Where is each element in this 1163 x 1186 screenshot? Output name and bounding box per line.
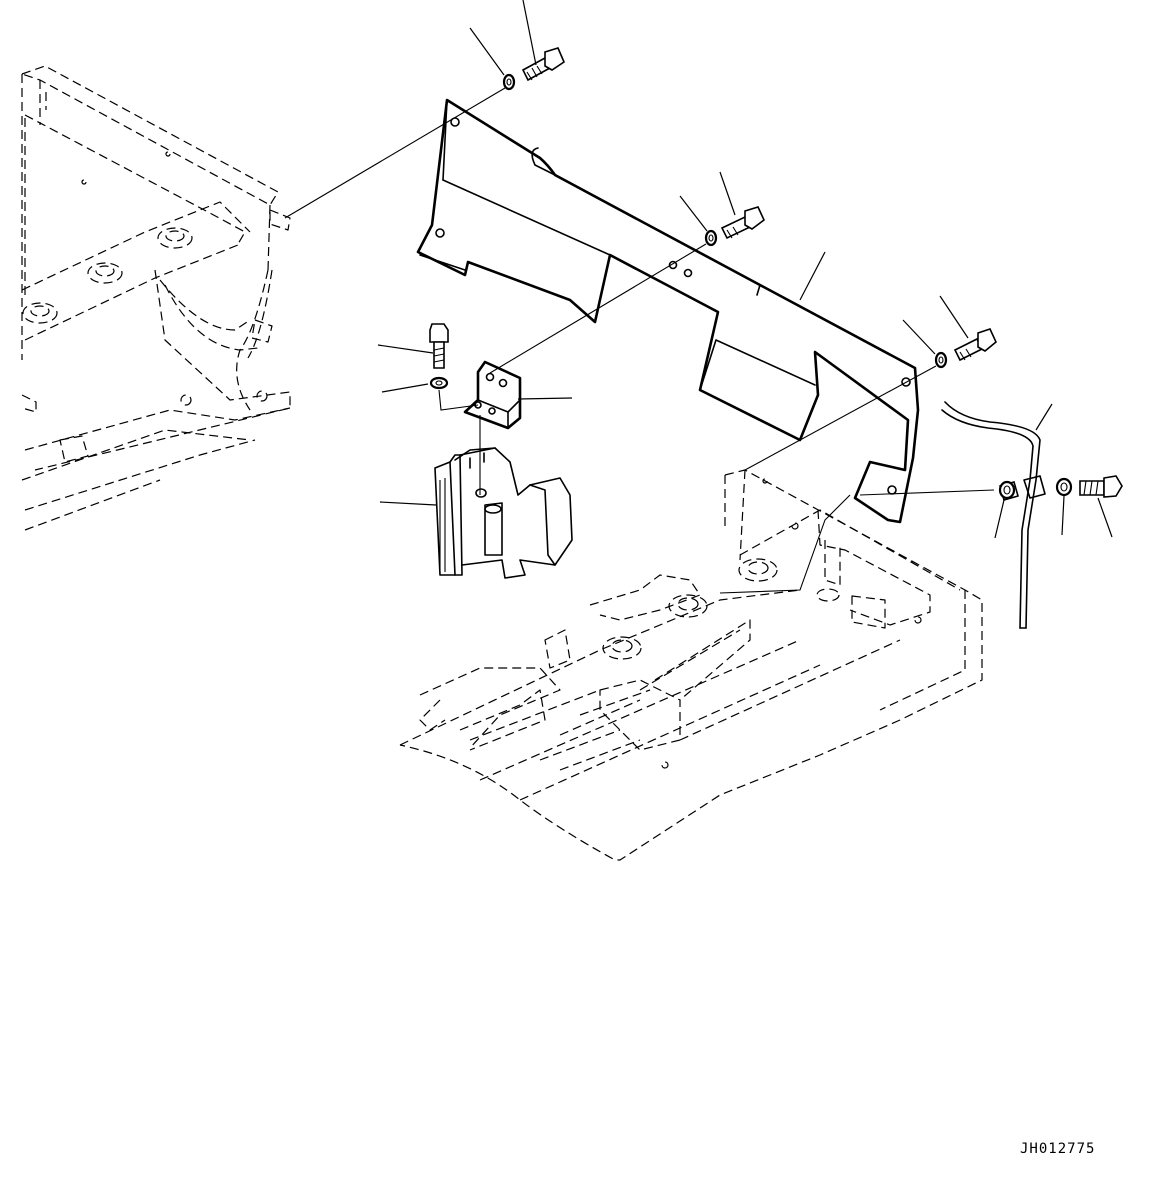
left-frame [21,65,291,531]
washer-middle [704,229,718,247]
bolt-top [521,47,565,82]
drawing-id-label: JH012775 [1020,1141,1096,1157]
bolt-right-upper [953,328,997,362]
washer-right-lower [1055,477,1073,497]
washer-top [502,73,516,91]
hose [941,401,1046,629]
bolt-right-lower [1079,475,1123,498]
spacer [998,480,1019,501]
cover-plate [416,98,920,524]
leader-lines [377,0,1113,539]
right-frame [399,469,983,861]
washer-right-upper [934,351,948,369]
bolt-middle [720,206,765,240]
washer-vertical [429,376,449,390]
bracket [463,360,522,430]
assembly-lines [284,87,995,594]
pump-block [434,447,573,579]
bolt-vertical [429,323,449,369]
